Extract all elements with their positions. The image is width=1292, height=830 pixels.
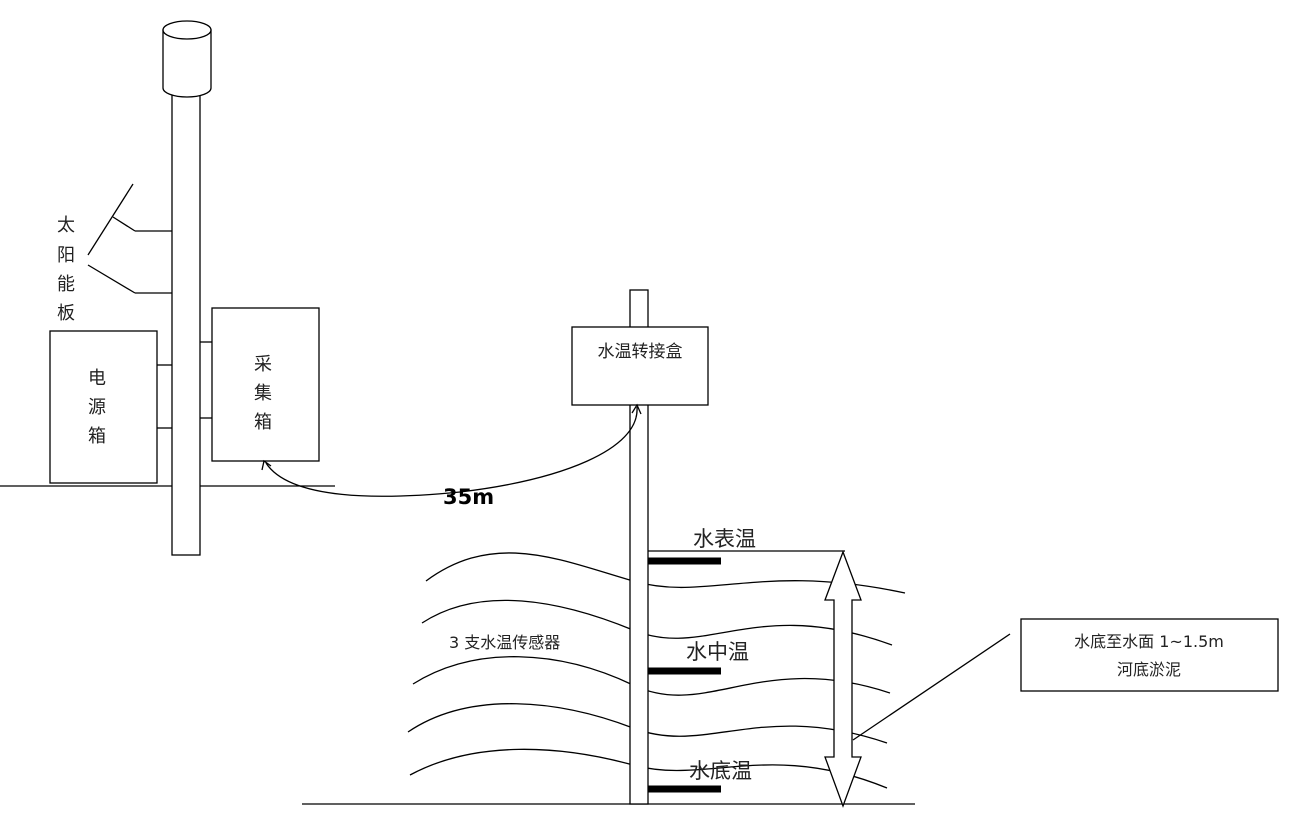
power-box-label-2: 源 bbox=[88, 397, 106, 418]
solar-panel-label-2: 阳 bbox=[57, 245, 75, 266]
cable-35m bbox=[265, 406, 638, 497]
collector-box bbox=[211, 307, 320, 462]
collector-box-label-3: 箱 bbox=[254, 412, 272, 433]
middle-temp-label: 水中温 bbox=[686, 640, 749, 664]
depth-note-box bbox=[1020, 618, 1279, 692]
sensors-label: 3 支水温传感器 bbox=[449, 633, 560, 652]
depth-arrow bbox=[824, 550, 862, 808]
solar-panel bbox=[87, 183, 172, 294]
pole-cylinder-top bbox=[162, 20, 212, 40]
cable-arrow-left bbox=[261, 459, 272, 471]
pole-cylinder bbox=[162, 29, 212, 98]
junction-box bbox=[571, 326, 709, 406]
depth-note-line1: 水底至水面 1~1.5m bbox=[1074, 632, 1224, 651]
solar-panel-label-4: 板 bbox=[57, 303, 75, 324]
solar-panel-label-3: 能 bbox=[57, 274, 75, 295]
water-pole bbox=[629, 289, 649, 805]
power-box bbox=[49, 330, 158, 484]
junction-box-label: 水温转接盒 bbox=[598, 342, 683, 362]
cable-arrow-right bbox=[631, 403, 642, 415]
collector-box-label-2: 集 bbox=[254, 383, 272, 404]
bottom-temp-label: 水底温 bbox=[689, 759, 752, 783]
depth-note-line2: 河底淤泥 bbox=[1117, 660, 1181, 679]
pole-body bbox=[171, 92, 201, 556]
collector-box-label-1: 采 bbox=[254, 354, 272, 375]
station-pole bbox=[162, 20, 212, 556]
solar-panel-label-1: 太 bbox=[57, 215, 75, 236]
note-leader-line bbox=[852, 633, 1011, 741]
surface-temp-label: 水表温 bbox=[693, 527, 756, 551]
power-box-label-3: 箱 bbox=[88, 426, 106, 447]
distance-label: 35m bbox=[443, 485, 494, 509]
power-box-label-1: 电 bbox=[88, 368, 106, 389]
